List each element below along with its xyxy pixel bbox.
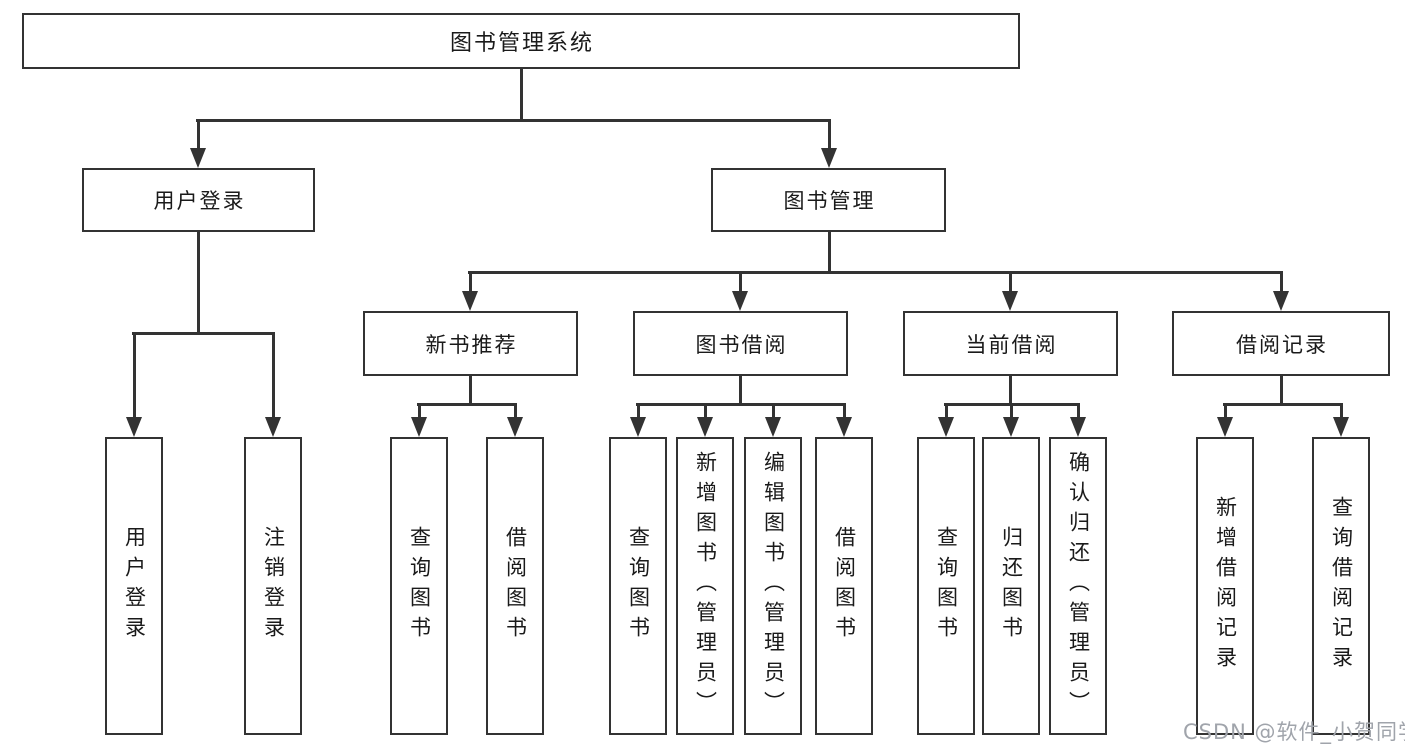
arrowhead-down-icon xyxy=(462,291,478,311)
node-label: 当前借阅 xyxy=(965,332,1058,357)
connector-arrow-stem xyxy=(1076,403,1080,419)
node-label: 借阅记录 xyxy=(1236,332,1328,357)
leaf-borrow-add-books-admin: 新增图书（管理员） xyxy=(676,437,734,735)
connector-vline xyxy=(738,376,742,406)
arrowhead-down-icon xyxy=(630,417,646,437)
node-label: 图书管理 xyxy=(783,189,876,213)
connector-arrow-stem xyxy=(468,271,472,293)
connector-vline xyxy=(468,376,472,406)
connector-hline xyxy=(468,271,1283,274)
leaf-label: 借阅图书 xyxy=(832,526,857,646)
node-user-login: 用户登录 xyxy=(82,168,315,232)
leaf-current-query-books: 查询图书 xyxy=(917,437,975,735)
arrowhead-down-icon xyxy=(697,417,713,437)
connector-hline xyxy=(1223,403,1343,406)
node-library-management-system: 图书管理系统 xyxy=(22,13,1020,69)
node-book-management: 图书管理 xyxy=(711,168,946,232)
connector-arrow-stem xyxy=(703,403,707,419)
arrowhead-down-icon xyxy=(1002,291,1018,311)
node-current-borrow: 当前借阅 xyxy=(903,311,1118,376)
connector-arrow-stem xyxy=(827,119,831,150)
arrowhead-down-icon xyxy=(821,148,837,168)
leaf-records-add-record: 新增借阅记录 xyxy=(1196,437,1254,735)
node-borrow-records: 借阅记录 xyxy=(1172,311,1390,376)
connector-arrow-stem xyxy=(738,271,742,293)
connector-vline xyxy=(196,232,200,335)
leaf-current-confirm-return-admin: 确认归还（管理员） xyxy=(1049,437,1107,735)
leaf-recommend-query-books: 查询图书 xyxy=(390,437,448,735)
connector-arrow-stem xyxy=(842,403,846,419)
connector-hline xyxy=(636,403,846,406)
connector-hline xyxy=(417,403,517,406)
connector-arrow-stem xyxy=(1008,271,1012,293)
leaf-records-query-record: 查询借阅记录 xyxy=(1312,437,1370,735)
leaf-label: 查询图书 xyxy=(407,526,432,646)
arrowhead-down-icon xyxy=(732,291,748,311)
leaf-label: 查询借阅记录 xyxy=(1329,496,1354,676)
csdn-watermark: CSDN @软件_小贺同学 xyxy=(1183,720,1405,744)
connector-vline xyxy=(827,232,831,274)
connector-arrow-stem xyxy=(1339,403,1343,419)
node-new-book-recommend: 新书推荐 xyxy=(363,311,578,376)
connector-arrow-stem xyxy=(1009,403,1013,419)
leaf-label: 归还图书 xyxy=(999,526,1024,646)
node-label: 新书推荐 xyxy=(425,332,518,357)
arrowhead-down-icon xyxy=(1070,417,1086,437)
leaf-label: 新增借阅记录 xyxy=(1213,496,1238,676)
leaf-label: 新增图书（管理员） xyxy=(693,451,718,721)
connector-vline xyxy=(1008,376,1012,406)
connector-arrow-stem xyxy=(1223,403,1227,419)
leaf-label: 确认归还（管理员） xyxy=(1066,451,1091,721)
node-label: 用户登录 xyxy=(153,189,246,213)
connector-vline xyxy=(519,69,523,122)
connector-arrow-stem xyxy=(944,403,948,419)
arrowhead-down-icon xyxy=(190,148,206,168)
arrowhead-down-icon xyxy=(765,417,781,437)
connector-vline xyxy=(1279,376,1283,406)
connector-arrow-stem xyxy=(132,332,136,419)
arrowhead-down-icon xyxy=(507,417,523,437)
leaf-borrow-edit-books-admin: 编辑图书（管理员） xyxy=(744,437,802,735)
leaf-logout: 注销登录 xyxy=(244,437,302,735)
connector-arrow-stem xyxy=(513,403,517,419)
connector-arrow-stem xyxy=(636,403,640,419)
leaf-label: 用户登录 xyxy=(122,526,147,646)
node-book-borrow: 图书借阅 xyxy=(633,311,848,376)
arrowhead-down-icon xyxy=(126,417,142,437)
connector-arrow-stem xyxy=(1279,271,1283,293)
arrowhead-down-icon xyxy=(1273,291,1289,311)
leaf-recommend-borrow-books: 借阅图书 xyxy=(486,437,544,735)
arrowhead-down-icon xyxy=(1003,417,1019,437)
leaf-borrow-borrow-books: 借阅图书 xyxy=(815,437,873,735)
arrowhead-down-icon xyxy=(1217,417,1233,437)
arrowhead-down-icon xyxy=(265,417,281,437)
connector-arrow-stem xyxy=(417,403,421,419)
leaf-label: 借阅图书 xyxy=(503,526,528,646)
connector-hline xyxy=(132,332,275,335)
arrowhead-down-icon xyxy=(836,417,852,437)
leaf-label: 查询图书 xyxy=(934,526,959,646)
connector-hline xyxy=(196,119,831,122)
connector-arrow-stem xyxy=(196,119,200,150)
node-label: 图书管理系统 xyxy=(449,31,594,56)
leaf-label: 编辑图书（管理员） xyxy=(761,451,786,721)
connector-arrow-stem xyxy=(271,332,275,419)
node-label: 图书借阅 xyxy=(695,332,788,357)
leaf-label: 注销登录 xyxy=(261,526,286,646)
leaf-user-login: 用户登录 xyxy=(105,437,163,735)
connector-arrow-stem xyxy=(771,403,775,419)
arrowhead-down-icon xyxy=(1333,417,1349,437)
arrowhead-down-icon xyxy=(938,417,954,437)
arrowhead-down-icon xyxy=(411,417,427,437)
leaf-borrow-query-books: 查询图书 xyxy=(609,437,667,735)
leaf-label: 查询图书 xyxy=(626,526,651,646)
leaf-current-return-books: 归还图书 xyxy=(982,437,1040,735)
